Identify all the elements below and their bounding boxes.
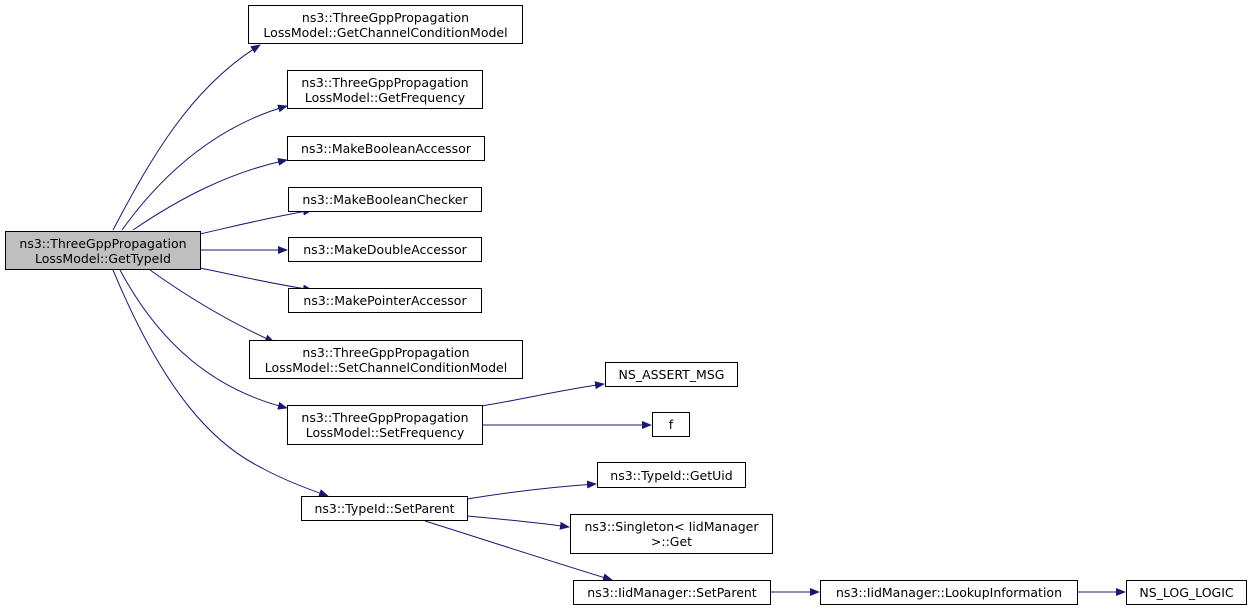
node-label-line: ns3::ThreeGppPropagation bbox=[301, 74, 469, 90]
edge-set-frequency-to-ns-assert-msg bbox=[480, 381, 605, 407]
node-iidmanager-lookup-information[interactable]: ns3::IidManager::LookupInformation bbox=[820, 580, 1078, 605]
edge-typeid-set-parent-to-iidmanager-set-parent bbox=[424, 520, 613, 582]
node-label-line: ns3::TypeId::GetUid bbox=[610, 467, 733, 483]
node-label-line: ns3::MakePointerAccessor bbox=[303, 293, 467, 308]
edge-root-to-set-frequency bbox=[119, 269, 288, 410]
edge-typeid-set-parent-to-typeid-get-uid bbox=[466, 480, 597, 500]
node-label-line: ns3::IidManager::LookupInformation bbox=[835, 585, 1062, 600]
edge-root-to-make-boolean-accessor bbox=[132, 157, 288, 231]
node-label-line: LossModel::GetTypeId bbox=[35, 250, 171, 266]
node-label-line: ns3::Singleton< IidManager bbox=[584, 519, 759, 534]
node-label-line: LossModel::GetChannelConditionModel bbox=[263, 24, 508, 40]
node-singleton-get[interactable]: ns3::Singleton< IidManager>::Get bbox=[570, 514, 773, 554]
node-typeid-set-parent[interactable]: ns3::TypeId::SetParent bbox=[301, 496, 468, 521]
node-label-line: ns3::ThreeGppPropagation bbox=[301, 410, 469, 425]
node-label-line: ns3::MakeDoubleAccessor bbox=[303, 242, 467, 257]
edge-root-to-get-frequency bbox=[121, 104, 288, 231]
node-f[interactable]: f bbox=[652, 412, 690, 437]
node-label-line: f bbox=[668, 417, 674, 432]
node-label-line: NS_ASSERT_MSG bbox=[618, 367, 725, 382]
node-label-line: ns3::ThreeGppPropagation bbox=[301, 9, 470, 25]
edge-root-to-make-boolean-checker bbox=[199, 207, 313, 235]
node-label-line: ns3::IidManager::SetParent bbox=[587, 585, 757, 600]
node-typeid-get-uid[interactable]: ns3::TypeId::GetUid bbox=[597, 462, 746, 488]
node-label-line: LossModel::GetFrequency bbox=[304, 89, 466, 105]
node-label-line: ns3::MakeBooleanChecker bbox=[302, 192, 468, 207]
node-label-line: ns3::ThreeGppPropagation bbox=[302, 344, 470, 360]
edge-typeid-set-parent-to-singleton-get bbox=[466, 515, 570, 530]
node-make-boolean-checker[interactable]: ns3::MakeBooleanChecker bbox=[288, 187, 482, 212]
node-ns-log-logic[interactable]: NS_LOG_LOGIC bbox=[1126, 580, 1247, 605]
node-make-pointer-accessor[interactable]: ns3::MakePointerAccessor bbox=[288, 288, 482, 313]
node-label-line: ns3::ThreeGppPropagation bbox=[19, 235, 187, 251]
node-label-line: ns3::TypeId::SetParent bbox=[314, 501, 455, 516]
node-label-line: ns3::MakeBooleanAccessor bbox=[301, 141, 471, 156]
node-label-line: >::Get bbox=[650, 534, 693, 549]
node-label-line: LossModel::SetChannelConditionModel bbox=[264, 359, 508, 375]
node-ns-assert-msg[interactable]: NS_ASSERT_MSG bbox=[605, 362, 738, 387]
edge-root-to-typeid-set-parent bbox=[112, 269, 329, 497]
node-make-double-accessor[interactable]: ns3::MakeDoubleAccessor bbox=[288, 237, 482, 262]
edge-root-to-get-channel-condition-model bbox=[112, 44, 261, 231]
node-label-line: NS_LOG_LOGIC bbox=[1139, 585, 1234, 600]
edge-root-to-set-channel-condition-model bbox=[149, 269, 275, 343]
node-label-line: LossModel::SetFrequency bbox=[305, 425, 465, 440]
node-make-boolean-accessor[interactable]: ns3::MakeBooleanAccessor bbox=[287, 136, 485, 161]
edge-root-to-make-pointer-accessor bbox=[199, 267, 313, 293]
node-iidmanager-set-parent[interactable]: ns3::IidManager::SetParent bbox=[573, 580, 771, 605]
